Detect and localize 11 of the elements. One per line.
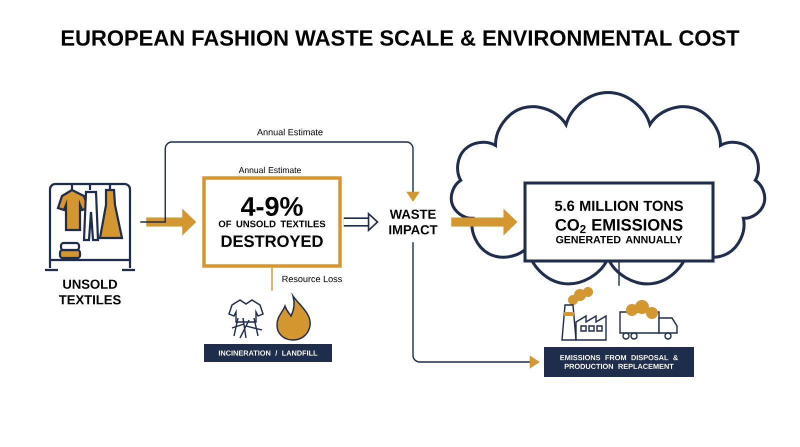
edge-label: Annual Estimate (256, 127, 324, 137)
note-text: Annual Estimate (238, 166, 301, 174)
cloud-outline (450, 91, 766, 286)
stat-box: 4-9% OF UNSOLD TEXTILES DESTROYED (202, 176, 342, 268)
stage-label: WASTE IMPACT (389, 210, 438, 234)
diagram-title: EUROPEAN FASHION WASTE SCALE & ENVIRONMENTAL COST (62, 30, 740, 46)
clothing-rack-drawing (44, 182, 136, 272)
stat-box: 5.6 MILLION TONS CO$_{2}$ EMISSIONS GENERATED ANNUALLY (524, 182, 714, 262)
item-label: UNSOLD TEXTILES (58, 280, 121, 304)
edge-label: Resource Loss (280, 274, 344, 284)
arrow (140, 141, 420, 223)
